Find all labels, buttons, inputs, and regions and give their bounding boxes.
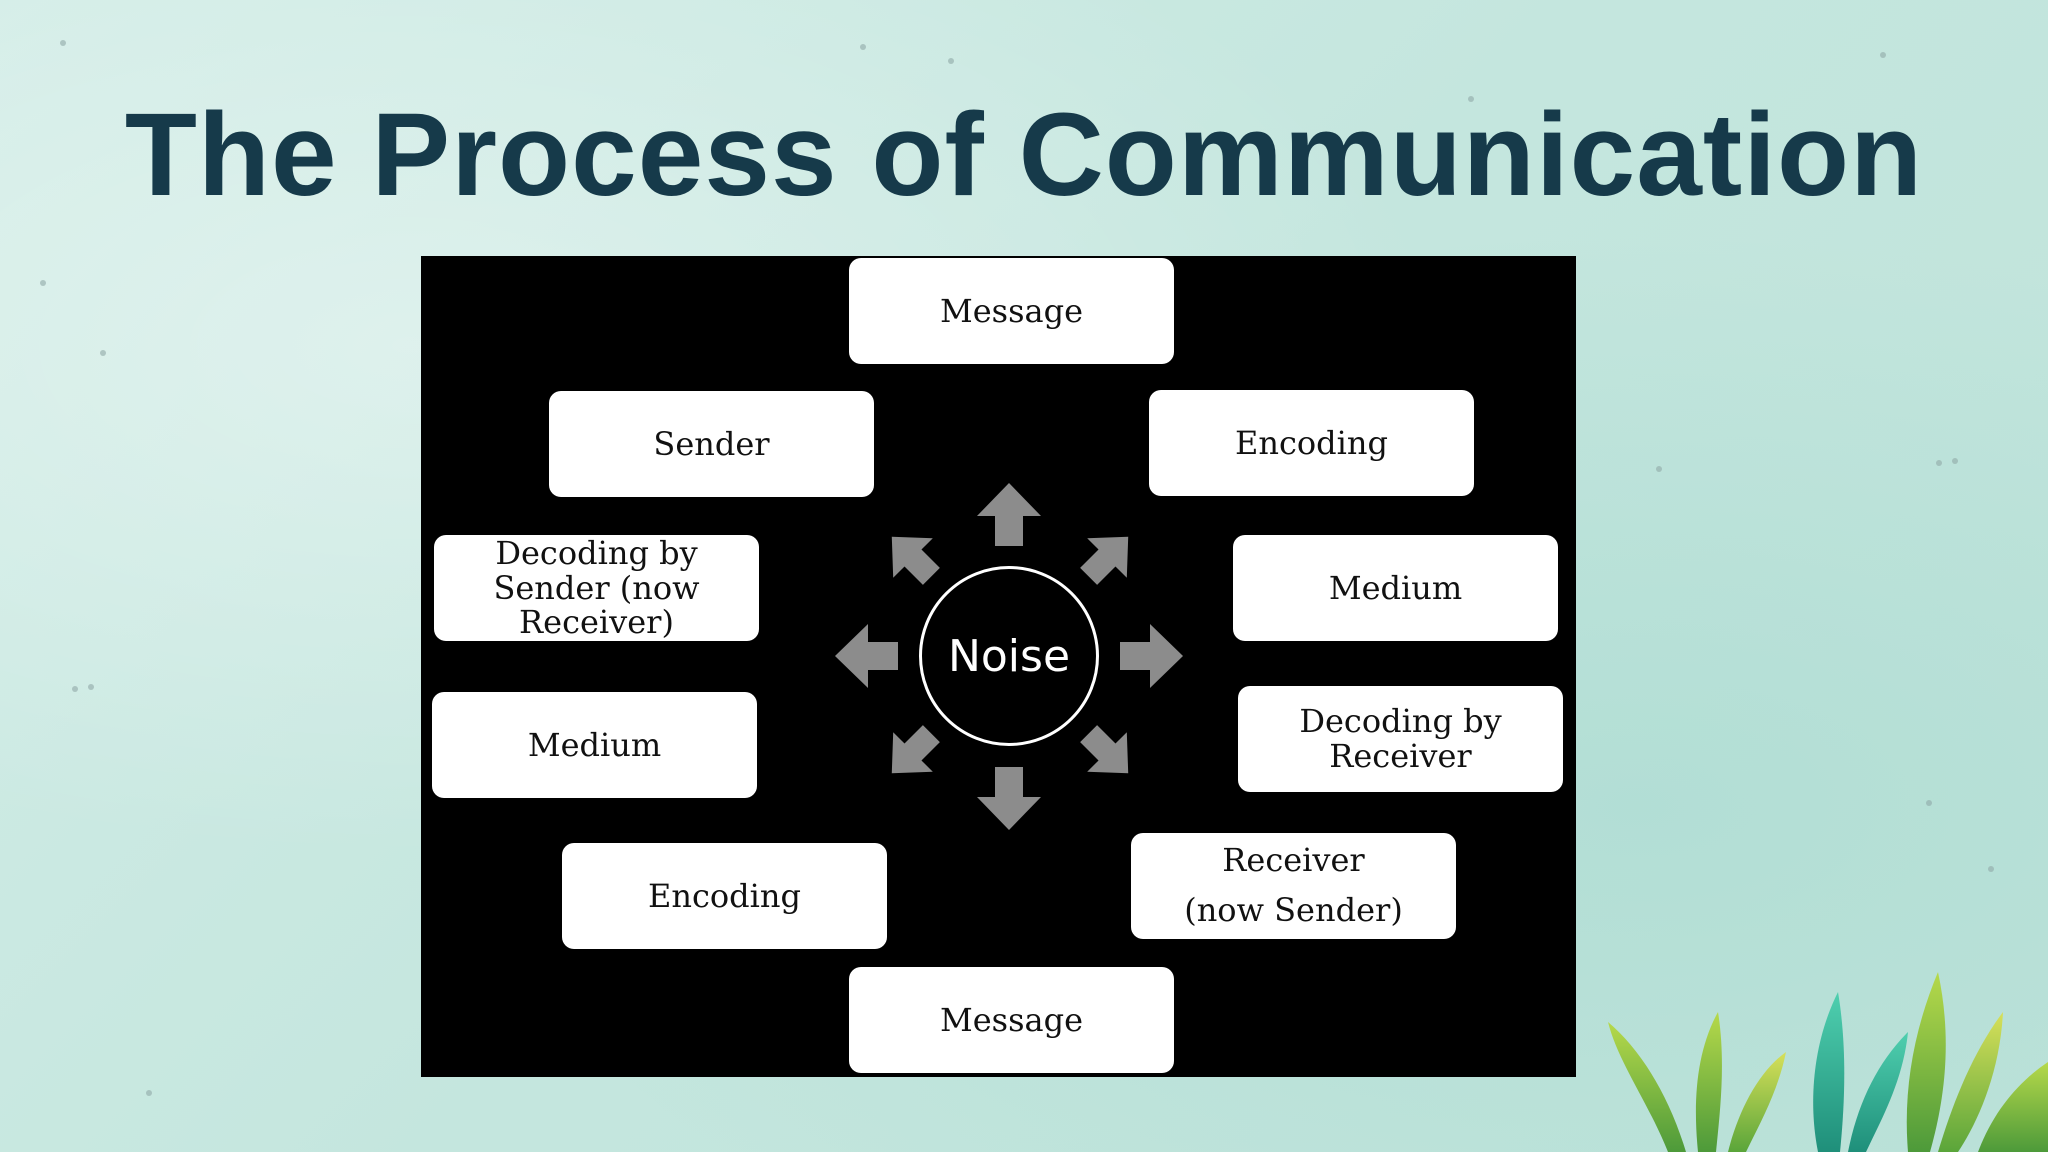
box-label: Medium [1328, 568, 1463, 607]
background-speck [88, 684, 94, 690]
decoding-by-receiver-box: Decoding by Receiver [1238, 686, 1563, 792]
background-speck [1952, 458, 1958, 464]
noise-circle: Noise [919, 566, 1099, 746]
box-label: Message [939, 1000, 1084, 1039]
medium-right-box: Medium [1233, 535, 1558, 641]
arrow-up-icon [977, 483, 1041, 546]
box-label: Encoding [648, 876, 801, 915]
background-speck [72, 686, 78, 692]
background-speck [40, 280, 46, 286]
box-label-line: Receiver) [519, 603, 674, 642]
arrow-left-icon [835, 624, 898, 688]
box-label: Encoding [1235, 423, 1388, 462]
box-label-line: Decoding by [495, 534, 698, 573]
background-speck [1988, 866, 1994, 872]
message-top-box: Message [849, 258, 1174, 364]
background-speck [100, 350, 106, 356]
arrow-right-icon [1120, 624, 1183, 688]
noise-arrows [835, 483, 1183, 830]
box-label: Message [939, 291, 1084, 330]
box-label: Medium [527, 725, 662, 764]
encoding-right-box: Encoding [1149, 390, 1474, 496]
receiver-now-sender-box: Receiver (now Sender) [1131, 833, 1456, 939]
background-speck [1936, 460, 1942, 466]
background-speck [1926, 800, 1932, 806]
box-label-line: (now Sender) [1184, 891, 1403, 929]
background-speck [948, 58, 954, 64]
box-label-line: Receiver [1329, 737, 1472, 775]
encoding-left-box: Encoding [562, 843, 887, 949]
decoding-by-sender-box: Decoding by Sender (now Receiver) [434, 535, 759, 641]
background-speck [1880, 52, 1886, 58]
box-label-line: Receiver [1222, 841, 1365, 880]
plant-decoration [1608, 972, 2048, 1152]
box-label-line: Sender (now [493, 568, 700, 607]
page-title: The Process of Communication [124, 89, 1924, 221]
arrow-down-left-icon [891, 725, 940, 774]
arrow-down-right-icon [1080, 725, 1129, 774]
background-speck [146, 1090, 152, 1096]
box-label: Sender [653, 424, 770, 463]
background-speck [1656, 466, 1662, 472]
background-speck [860, 44, 866, 50]
medium-left-box: Medium [432, 692, 757, 798]
communication-diagram: Noise Message Sender Encoding Decoding b… [421, 256, 1576, 1077]
arrow-up-right-icon [1080, 536, 1129, 585]
arrow-down-icon [977, 767, 1041, 830]
message-bottom-box: Message [849, 967, 1174, 1073]
sender-box: Sender [549, 391, 874, 497]
arrow-up-left-icon [891, 536, 940, 585]
background-speck [1468, 96, 1474, 102]
box-label-line: Decoding by [1299, 702, 1502, 741]
background-speck [60, 40, 66, 46]
